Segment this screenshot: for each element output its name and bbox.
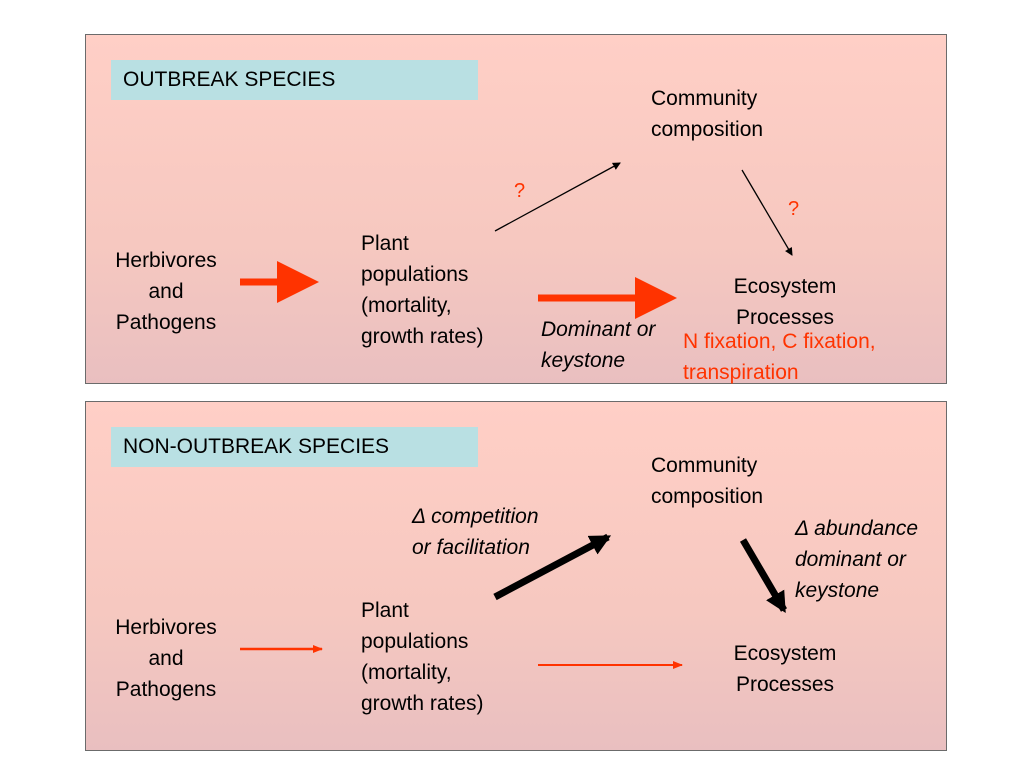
herbivores-pathogens-top: Herbivores and Pathogens: [115, 249, 217, 334]
arrow-plant-to-community-bottom: [493, 533, 612, 601]
plant-populations-top: Plant populations (mortality, growth rat…: [361, 232, 484, 348]
ecosystem-processes-bottom: Ecosystem Processes: [733, 642, 837, 696]
question-mark-1: ?: [514, 180, 526, 202]
question-mark-2: ?: [788, 198, 800, 220]
abundance-dominant-keystone-label: Δ abundance dominant or keystone: [795, 517, 919, 602]
herbivores-pathogens-bottom: Herbivores and Pathogens: [115, 616, 217, 701]
competition-facilitation-label: Δ competition or facilitation: [412, 505, 539, 559]
arrow-plant-to-community-top: [494, 162, 621, 232]
plant-populations-bottom: Plant populations (mortality, growth rat…: [361, 599, 484, 715]
non-outbreak-species-label: NON-OUTBREAK SPECIES: [111, 427, 478, 467]
arrow-community-to-ecosystem-bottom: [739, 538, 788, 614]
community-composition-bottom: Community composition: [651, 454, 764, 508]
ecosystem-processes-top: Ecosystem Processes: [733, 275, 837, 329]
fixation-transpiration-label: N fixation, C fixation, transpiration: [683, 330, 876, 384]
dominant-keystone-label: Dominant or keystone: [541, 318, 656, 372]
arrow-community-to-ecosystem-top: [741, 169, 793, 256]
community-composition-top: Community composition: [651, 87, 764, 141]
outbreak-species-label: OUTBREAK SPECIES: [111, 60, 478, 100]
